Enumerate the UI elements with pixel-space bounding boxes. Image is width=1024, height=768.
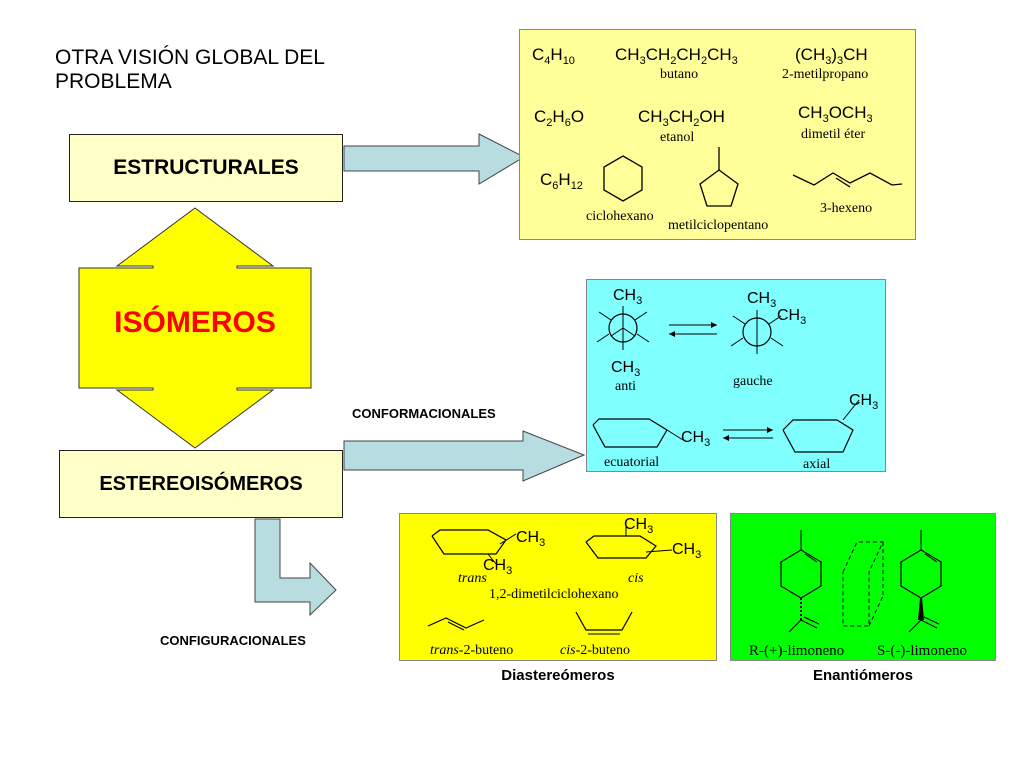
cyclohexane-ring bbox=[603, 155, 643, 202]
estereoisomeros-box: ESTEREOISÓMEROS bbox=[59, 450, 343, 518]
label-trans: trans bbox=[458, 571, 487, 586]
svg-text:CH3: CH3 bbox=[681, 429, 710, 449]
label-trans-buteno: trans-2-buteno bbox=[430, 643, 513, 658]
name-dimetil-eter: dimetil éter bbox=[801, 127, 865, 142]
formula-c2h6o: C2H6O bbox=[534, 107, 584, 129]
structural-isomers-panel: C4H10 CH3CH2CH2CH3 butano (CH3)3CH 2-met… bbox=[519, 29, 916, 240]
formula-dimetil-eter: CH3OCH3 bbox=[798, 103, 873, 125]
label-cis: cis bbox=[628, 571, 644, 586]
svg-text:CH3: CH3 bbox=[672, 541, 701, 561]
name-butano: butano bbox=[660, 67, 698, 82]
isomeros-label: ISÓMEROS bbox=[114, 306, 276, 339]
enantiomer-panel: R-(+)-limoneno S-(-)-limoneno bbox=[730, 513, 996, 661]
arrow-to-structural bbox=[343, 133, 526, 185]
formula-butano: CH3CH2CH2CH3 bbox=[615, 45, 738, 67]
conformational-panel: CH3 CH3 anti CH3 CH3 gauche CH3 ecuatori… bbox=[586, 279, 886, 472]
name-ciclohexano: ciclohexano bbox=[586, 209, 654, 224]
enantiomeros-label: Enantiómeros bbox=[812, 667, 914, 684]
svg-text:CH3: CH3 bbox=[516, 529, 545, 549]
label-compound: 1,2-dimetilciclohexano bbox=[489, 587, 618, 602]
diastereomer-panel: CH3 CH3 trans CH3 CH3 cis 1,2-dimetilcic… bbox=[399, 513, 717, 661]
label-anti: anti bbox=[615, 379, 636, 394]
label-r-limoneno: R-(+)-limoneno bbox=[749, 643, 844, 659]
svg-text:CH3: CH3 bbox=[613, 287, 642, 307]
label-cis-buteno: cis-2-buteno bbox=[560, 643, 630, 658]
diastereomers: CH3 CH3 trans CH3 CH3 cis 1,2-dimetilcic… bbox=[427, 516, 701, 658]
name-3-hexeno: 3-hexeno bbox=[820, 201, 872, 216]
enantiomers: R-(+)-limoneno S-(-)-limoneno bbox=[749, 530, 967, 659]
label-s-limoneno: S-(-)-limoneno bbox=[877, 643, 967, 659]
formula-c6h12: C6H12 bbox=[540, 170, 583, 192]
svg-text:CH3: CH3 bbox=[624, 516, 653, 536]
conformacionales-label: CONFORMACIONALES bbox=[352, 406, 496, 421]
isomeros-double-arrow bbox=[78, 207, 312, 449]
svg-text:CH3: CH3 bbox=[611, 359, 640, 379]
structural-formulas: C4H10 CH3CH2CH2CH3 butano (CH3)3CH 2-met… bbox=[532, 45, 903, 233]
name-etanol: etanol bbox=[660, 130, 694, 145]
formula-c4h10: C4H10 bbox=[532, 45, 575, 67]
svg-text:CH3: CH3 bbox=[849, 392, 878, 412]
diastereomeros-label: Diastereómeros bbox=[501, 667, 615, 684]
formula-2-metilpropano: (CH3)3CH bbox=[795, 45, 868, 67]
configuracionales-label: CONFIGURACIONALES bbox=[160, 633, 306, 648]
label-ecuatorial: ecuatorial bbox=[604, 455, 659, 470]
arrow-to-conformational bbox=[343, 430, 586, 482]
label-axial: axial bbox=[803, 457, 830, 472]
estructurales-box: ESTRUCTURALES bbox=[69, 134, 343, 202]
name-metilciclopentano: metilciclopentano bbox=[668, 218, 768, 233]
svg-text:CH3: CH3 bbox=[777, 307, 806, 327]
name-2-metilpropano: 2-metilpropano bbox=[782, 67, 868, 82]
conformations: CH3 CH3 anti CH3 CH3 gauche CH3 ecuatori… bbox=[592, 287, 878, 472]
svg-text:CH3: CH3 bbox=[747, 290, 776, 310]
svg-text:CH3: CH3 bbox=[483, 557, 512, 577]
page-title: OTRA VISIÓN GLOBAL DEL PROBLEMA bbox=[55, 46, 325, 93]
hexene-chain bbox=[792, 172, 903, 186]
cyclopentane-ring bbox=[699, 169, 739, 207]
formula-etanol: CH3CH2OH bbox=[638, 107, 725, 129]
label-gauche: gauche bbox=[733, 374, 773, 389]
arrow-to-configurational bbox=[254, 518, 337, 617]
